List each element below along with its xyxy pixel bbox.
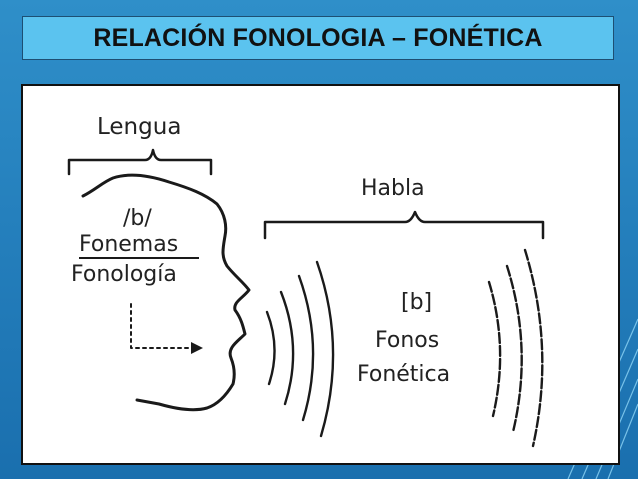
lengua-label: Lengua (97, 114, 182, 140)
slide-title: RELACIÓN FONOLOGIA – FONÉTICA (93, 23, 543, 52)
lengua-bracket (67, 148, 213, 176)
speech-diagram (67, 148, 545, 448)
fonemas-label: Fonemas (79, 232, 179, 257)
fonologia-label: Fonología (71, 262, 177, 287)
title-banner: RELACIÓN FONOLOGIA – FONÉTICA (22, 16, 614, 60)
habla-bracket (263, 210, 545, 240)
connector-arrowhead (191, 342, 203, 354)
fonos-label: Fonos (375, 328, 440, 353)
phoneme-symbol: /b/ (123, 206, 152, 231)
head-profile (81, 173, 251, 412)
fonetica-label: Fonética (357, 362, 451, 387)
dotted-connector (130, 303, 192, 349)
diagram-panel: Lengua Habla /b/ Fonemas Fonología [b] F… (21, 84, 620, 465)
phone-symbol: [b] (401, 290, 433, 315)
right-sound-waves (487, 248, 544, 448)
habla-label: Habla (361, 176, 425, 201)
left-sound-waves (265, 260, 335, 438)
